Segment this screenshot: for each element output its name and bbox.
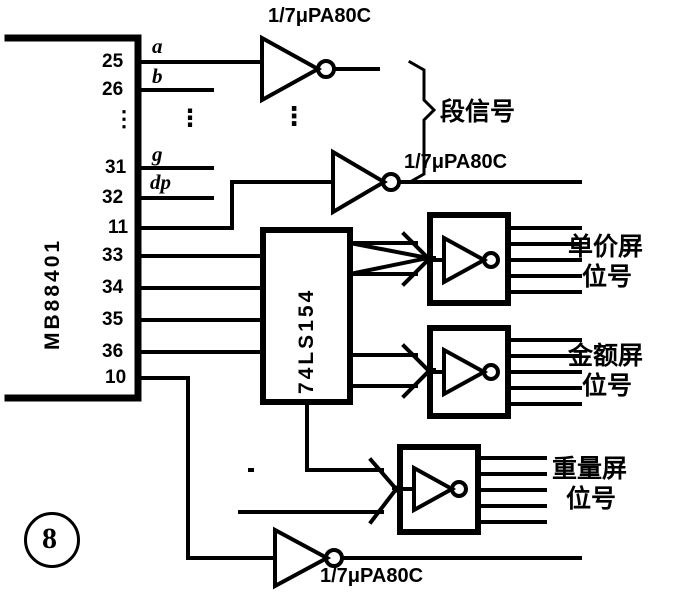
pin-number-34: 34 xyxy=(102,277,124,298)
segment-signal-annotation: 段信号 xyxy=(440,97,516,126)
pin-number-33: 33 xyxy=(102,245,124,266)
inverter-top xyxy=(260,34,380,104)
segment-label-b: b xyxy=(152,64,163,88)
decoder-bus-weight xyxy=(238,400,402,525)
pin-number-36: 36 xyxy=(102,341,124,362)
segment-wires-ellipsis: ⋮ xyxy=(178,104,202,132)
figure-number: 8 xyxy=(42,522,57,555)
inverter-bottom xyxy=(273,526,582,590)
buffer-label-weight-line1: 重量屏 xyxy=(552,454,628,483)
figure-number-circle xyxy=(24,512,80,568)
inverter-bottom-label: 1/7μPA80C xyxy=(320,565,424,587)
segment-brace xyxy=(407,59,437,185)
segment-label-a: a xyxy=(152,34,163,58)
pin-number-32: 32 xyxy=(102,187,124,208)
pin10-wire xyxy=(136,376,277,560)
buffer-label-unit-price-line2: 位号 xyxy=(582,262,633,291)
buffer-inverter-amount xyxy=(432,346,500,398)
decoder-chip-name: 74LS154 xyxy=(295,287,318,394)
buffer-label-amount-line1: 金额屏 xyxy=(568,341,644,370)
buffer-inverter-unit-price xyxy=(432,234,500,286)
inverter-mid xyxy=(331,148,582,216)
pin-number-35: 35 xyxy=(102,309,124,330)
decoder-bus-amount xyxy=(348,343,436,399)
pin11-wire xyxy=(136,180,335,230)
inverter-top-label: 1/7μPA80C xyxy=(268,5,372,27)
buffer-label-weight-line2: 位号 xyxy=(566,484,617,513)
buffer-inverter-weight xyxy=(402,464,468,514)
segment-label-g: g xyxy=(152,142,163,166)
inverter-mid-label: 1/7μPA80C xyxy=(404,151,508,173)
inverter-column-ellipsis: ⋮ xyxy=(281,102,307,132)
pin-number-ellipsis: ⋮ xyxy=(113,106,135,131)
decoder-input-wires xyxy=(136,254,265,354)
pin-number-26: 26 xyxy=(102,79,124,100)
mcu-chip-name: MB88401 xyxy=(41,237,64,350)
buffer-outputs-amount xyxy=(506,338,582,406)
buffer-outputs-unit-price xyxy=(506,226,582,294)
mcu-outline xyxy=(4,34,142,402)
segment-label-dp: dp xyxy=(150,170,171,194)
pin-number-11: 11 xyxy=(108,217,129,238)
pin-number-25: 25 xyxy=(102,51,124,72)
pin-number-31: 31 xyxy=(105,157,127,178)
pin-number-10: 10 xyxy=(105,367,127,388)
buffer-label-unit-price-line1: 单价屏 xyxy=(568,232,644,261)
segment-pin-wires xyxy=(136,60,264,200)
buffer-outputs-weight xyxy=(476,456,547,524)
buffer-label-amount-line2: 位号 xyxy=(582,371,633,400)
decoder-bus-unit-price xyxy=(347,231,436,287)
